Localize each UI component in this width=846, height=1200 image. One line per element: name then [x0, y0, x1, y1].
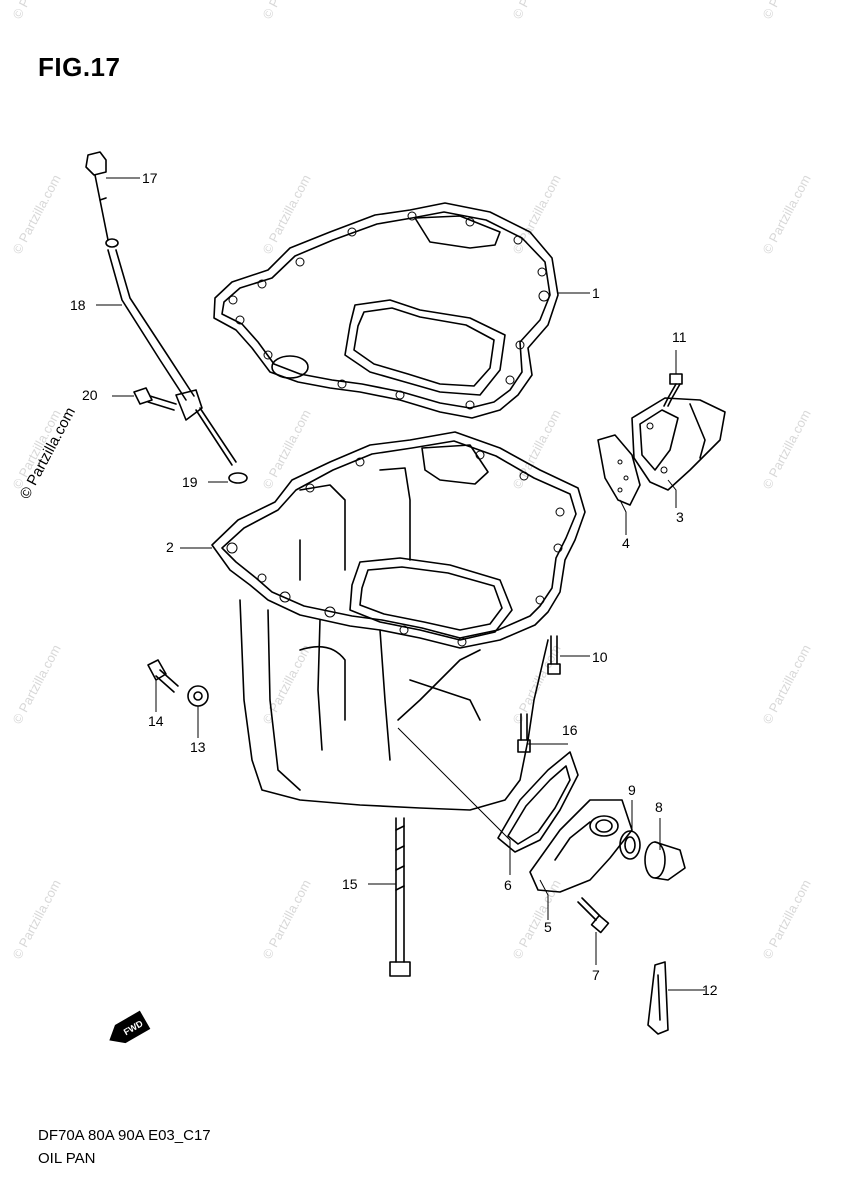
model-code: DF70A 80A 90A E03_C17: [38, 1127, 211, 1144]
part-strainer-gasket: [497, 751, 579, 853]
watermark-text: © Partzilla.com: [259, 0, 313, 21]
part-oil-pan: [211, 431, 586, 811]
watermark-text: © Partzilla.com: [259, 877, 313, 961]
callout-11: 11: [672, 329, 687, 345]
watermark-text: © Partzilla.com: [509, 642, 563, 726]
part-strainer-cover: [529, 799, 633, 893]
front-direction-marker: FWD: [109, 1010, 151, 1044]
watermark-text: © Partzilla.com: [9, 877, 63, 961]
callout-10: 10: [592, 649, 608, 665]
callout-13: 13: [190, 739, 206, 755]
watermark-text: © Partzilla.com: [509, 877, 563, 961]
watermark-text: © Partzilla.com: [759, 407, 813, 491]
section-name: OIL PAN: [38, 1150, 96, 1167]
callout-labels: 1 2 3 4 5 6 7 8 9 10 11 12 13 14 15 16 1…: [70, 170, 718, 998]
callout-9: 9: [628, 782, 636, 798]
part-cover-bolt: [577, 897, 610, 934]
callout-17: 17: [142, 170, 158, 186]
watermark-text: © Partzilla.com: [759, 0, 813, 21]
part-breather-gasket: [597, 434, 641, 506]
watermark-text: © Partzilla.com: [509, 0, 563, 21]
callout-5: 5: [544, 919, 552, 935]
watermark-text: © Partzilla.com: [259, 172, 313, 256]
watermark-text: © Partzilla.com: [259, 642, 313, 726]
callout-8: 8: [655, 799, 663, 815]
watermark-text: © Partzilla.com: [9, 642, 63, 726]
part-dipstick: [85, 151, 119, 248]
part-drain-plug: [644, 841, 686, 881]
callout-20: 20: [82, 387, 98, 403]
watermark-text: © Partzilla.com: [9, 172, 63, 256]
part-stud-bolt: [147, 659, 179, 693]
part-dipstick-guide: [107, 249, 237, 466]
figure-title: FIG.17: [38, 52, 121, 82]
callout-18: 18: [70, 297, 86, 313]
watermark-text: © Partzilla.com: [259, 407, 313, 491]
callout-19: 19: [182, 474, 198, 490]
callout-6: 6: [504, 877, 512, 893]
leader-lines: [96, 177, 705, 991]
part-clip: [647, 961, 669, 1035]
callout-3: 3: [676, 509, 684, 525]
watermark-text: © Partzilla.com: [759, 877, 813, 961]
part-guide-bolt: [133, 387, 177, 411]
part-long-bolt: [389, 817, 411, 977]
part-o-ring: [228, 472, 248, 484]
callout-2: 2: [166, 539, 174, 555]
part-oil-pan-gasket: [213, 202, 559, 419]
part-washer: [187, 685, 209, 707]
part-breather-cover: [631, 397, 726, 491]
part-drain-gasket: [619, 830, 641, 860]
part-strainer-bolt: [517, 713, 531, 753]
callout-7: 7: [592, 967, 600, 983]
callout-1: 1: [592, 285, 600, 301]
part-pan-bolt: [547, 635, 561, 675]
watermark-text: © Partzilla.com: [759, 172, 813, 256]
callout-14: 14: [148, 713, 164, 729]
callout-4: 4: [622, 535, 630, 551]
callout-16: 16: [562, 722, 578, 738]
watermark-layer: © Partzilla.com © Partzilla.com © Partzill…: [9, 0, 813, 961]
callout-15: 15: [342, 876, 358, 892]
watermark-text: © Partzilla.com: [759, 642, 813, 726]
part-breather-bolt: [663, 373, 683, 407]
callout-12: 12: [702, 982, 718, 998]
watermark-text: © Partzilla.com: [9, 0, 63, 21]
